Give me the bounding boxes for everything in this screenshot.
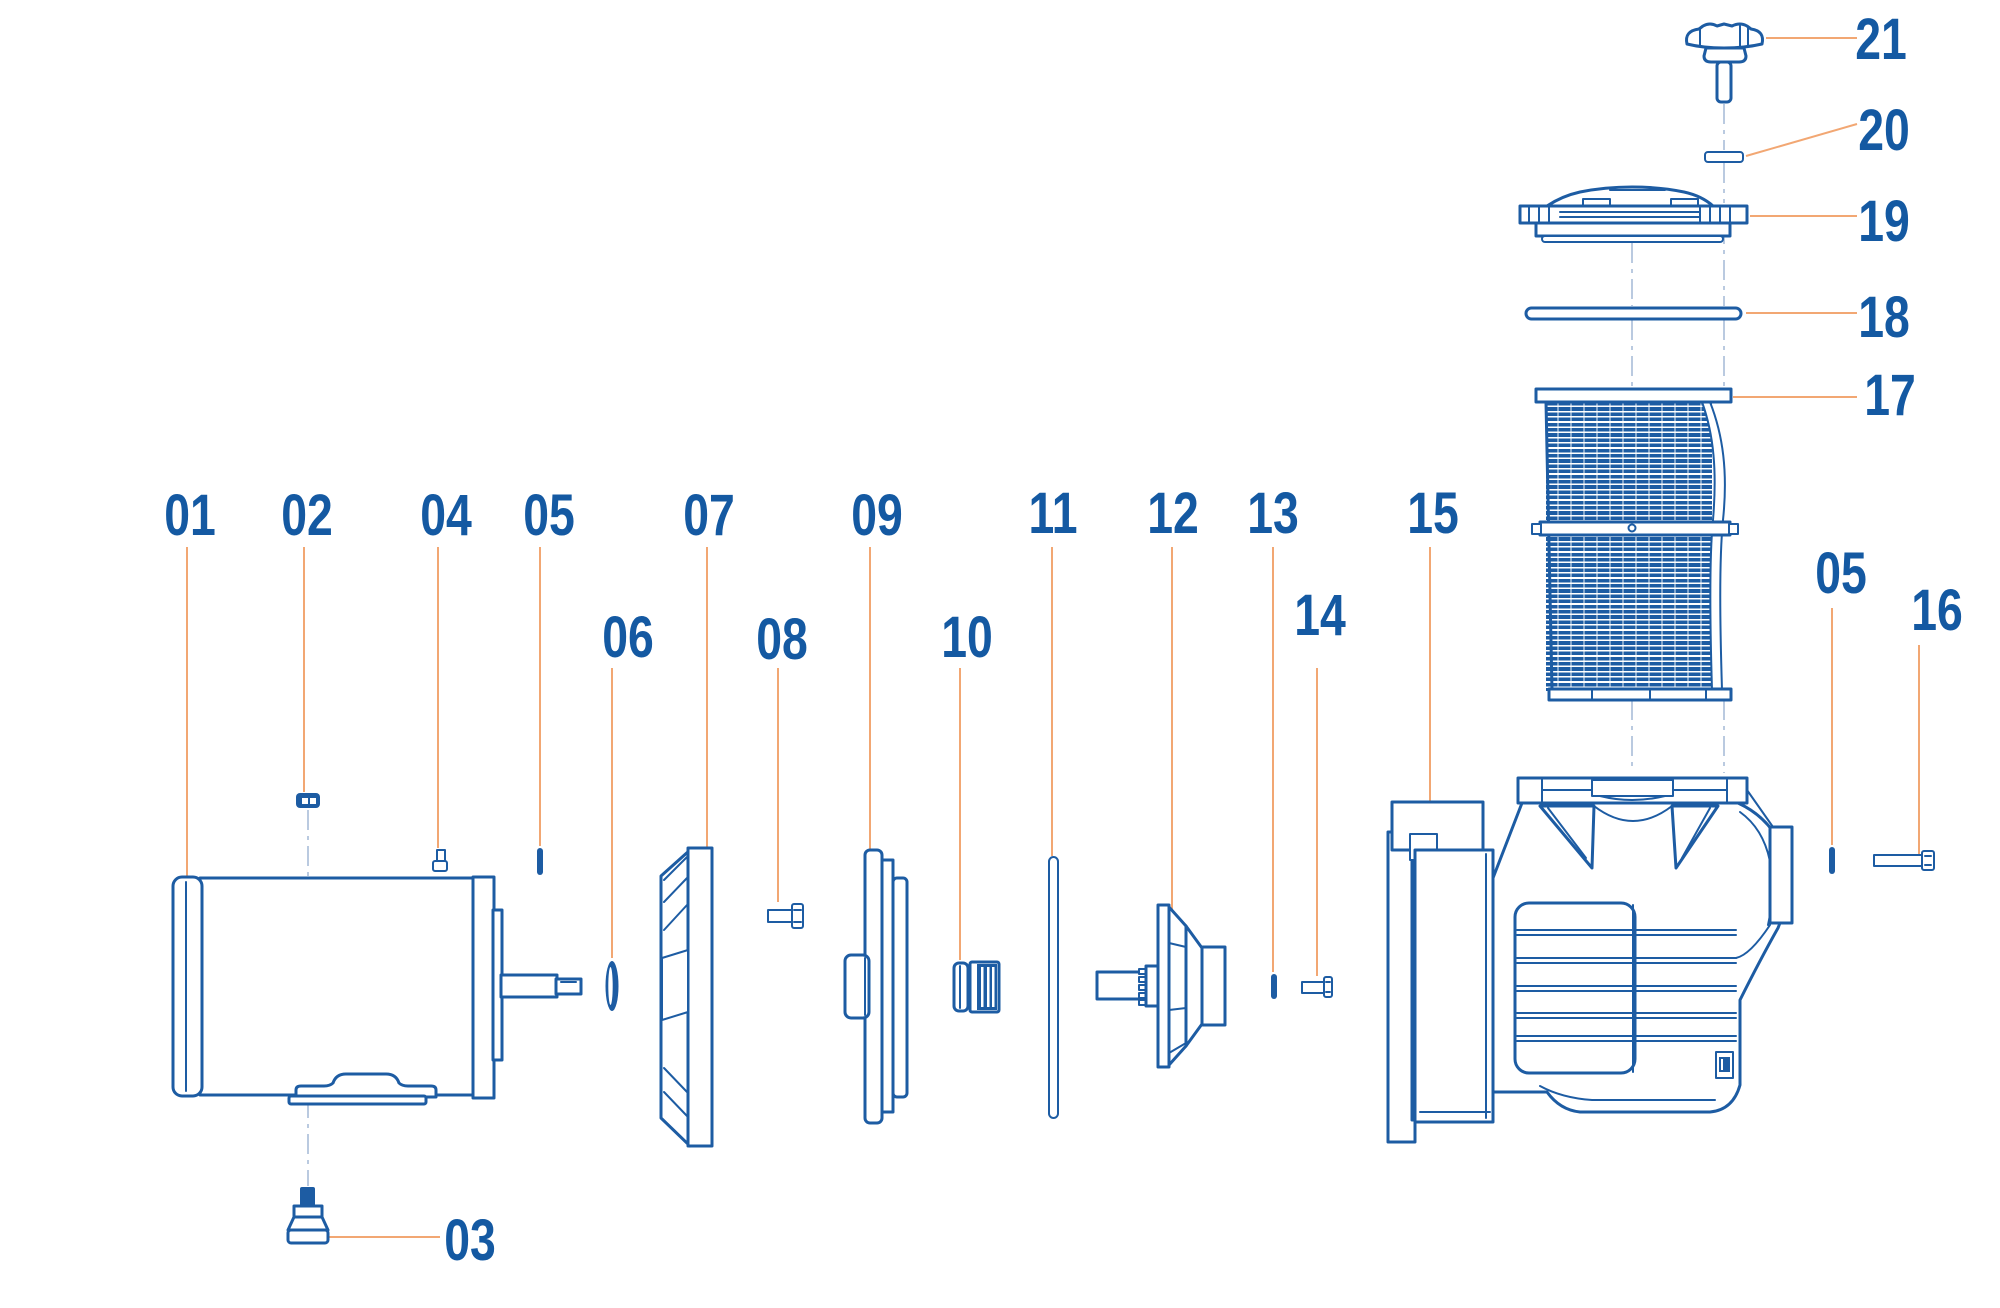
strainer-basket-mesh [1546, 402, 1712, 691]
callout-19: 19 [1858, 189, 1910, 254]
callout-18: 18 [1858, 285, 1910, 350]
part-06-seal-ring [605, 961, 619, 1011]
callout-02: 02 [281, 483, 333, 548]
part-10-shaft-seal [952, 960, 1001, 1014]
callout-07: 07 [683, 483, 735, 548]
part-08-bolt [767, 903, 804, 929]
part-11-gasket [1048, 856, 1059, 1119]
part-04-screw [432, 849, 448, 872]
callout-13: 13 [1247, 481, 1299, 546]
part-02-nut [296, 793, 320, 808]
part-17-strainer-basket [1531, 387, 1739, 702]
part-03-mounting-foot [286, 1187, 330, 1245]
part-13-pin [1271, 974, 1277, 999]
callout-04: 04 [420, 483, 472, 548]
callout-12: 12 [1147, 481, 1199, 546]
callout-05-right: 05 [1815, 541, 1867, 606]
callout-05: 05 [523, 483, 575, 548]
callout-20: 20 [1858, 98, 1910, 163]
part-05-pin-right [1829, 847, 1835, 874]
callout-08: 08 [756, 607, 808, 672]
part-05-pin-left [537, 848, 543, 875]
part-07-seal-plate [659, 846, 714, 1148]
part-21-lid-knob [1685, 22, 1764, 104]
part-19-strainer-lid [1518, 185, 1749, 243]
part-14-screw [1301, 976, 1333, 998]
part-18-lid-oring [1524, 306, 1743, 321]
callout-21: 21 [1855, 7, 1907, 72]
part-12-impeller [1095, 903, 1227, 1069]
part-15-pump-housing [1386, 776, 1794, 1144]
part-09-diffuser [843, 848, 909, 1125]
callout-11: 11 [1028, 481, 1078, 546]
callout-06: 06 [602, 605, 654, 670]
callout-17: 17 [1864, 363, 1916, 428]
part-16-bolt [1873, 850, 1935, 871]
callout-16: 16 [1911, 578, 1963, 643]
callout-01: 01 [164, 483, 216, 548]
callout-03: 03 [444, 1208, 496, 1273]
callout-09: 09 [851, 483, 903, 548]
callout-14: 14 [1294, 583, 1346, 648]
callout-10: 10 [941, 605, 993, 670]
part-20-washer [1704, 151, 1744, 163]
callout-15: 15 [1407, 481, 1459, 546]
part-01-motor [171, 875, 583, 1106]
leader-lines [186, 37, 1920, 1238]
